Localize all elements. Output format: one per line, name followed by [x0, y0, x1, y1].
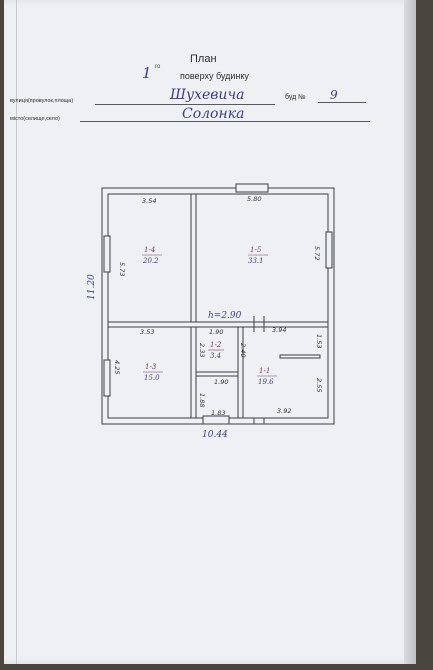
street-underline: [95, 104, 275, 105]
settlement-label: місто(селище,село): [10, 116, 60, 122]
dim-room-1-1-width: 3.94: [272, 326, 286, 334]
wall-horizontal-middle: [107, 321, 329, 328]
dim-room-1-1-lower-height: 2.55: [315, 378, 323, 392]
dim-room-1-4-width: 3.54: [142, 197, 156, 205]
floor-number-suffix: го: [155, 64, 161, 70]
room-1-4-id: 1-4: [144, 246, 155, 254]
dim-room-1-3-height: 4.25: [113, 360, 121, 374]
street-label: вулиця(провулок,площа): [10, 98, 74, 104]
window-top: [235, 183, 269, 193]
dim-room-1-2-width: 1.90: [209, 328, 223, 336]
wall-vertical-upper: [190, 193, 197, 323]
document-title: План: [190, 53, 217, 65]
window-bottom: [202, 415, 230, 425]
wall-bathroom-bottom: [195, 371, 239, 377]
window-left-upper: [103, 235, 111, 273]
room-1-2-id: 1-2: [210, 341, 222, 349]
dim-room-1-5-width: 5.80: [247, 195, 261, 203]
outer-wall-outer: [101, 187, 335, 425]
dim-room-1-3-width: 3.53: [140, 328, 154, 336]
building-label: буд №: [285, 94, 306, 101]
room-1-5-id: 1-5: [250, 246, 262, 254]
overall-width: 10.44: [202, 430, 228, 440]
floor-number: 1: [142, 64, 152, 82]
window-right: [325, 231, 333, 269]
ceiling-height-note: h=2.90: [208, 311, 242, 321]
room-1-1-area: 19.6: [258, 378, 274, 386]
street-value: Шухевича: [170, 87, 245, 103]
room-1-3-area: 15.0: [144, 374, 160, 382]
dim-bath-bottom-width: 1.90: [214, 378, 228, 386]
page-fold: [404, 0, 416, 664]
room-1-3-id: 1-3: [145, 363, 157, 371]
building-underline: [318, 102, 366, 103]
wall-vertical-lower-left: [190, 326, 197, 419]
room-1-5-area: 33.1: [248, 257, 264, 265]
dim-hall-height: 1.88: [198, 393, 206, 407]
settlement-value: Солонка: [182, 106, 245, 122]
document-page: [4, 0, 416, 664]
binding-margin: [16, 0, 17, 664]
window-left-lower: [103, 359, 111, 397]
dim-room-1-1-bottom-width: 3.92: [277, 407, 291, 415]
dim-partition-height: 1.53: [315, 334, 323, 348]
dim-room-1-5-height: 5.72: [313, 246, 321, 260]
overall-height: 11.20: [87, 274, 97, 300]
dim-room-1-2-height: 2.33: [198, 343, 206, 357]
wall-vertical-lower-right: [237, 326, 244, 419]
dim-entry-width: 1.83: [211, 409, 225, 417]
settlement-underline: [80, 121, 370, 122]
room-1-2-area: 3.4: [210, 352, 221, 360]
dim-room-1-4-height: 5.73: [118, 262, 126, 276]
room-1-4-area: 20.2: [142, 257, 159, 265]
wall-short-partition: [279, 354, 321, 359]
floor-caption: поверху будинку: [180, 71, 249, 81]
room-1-1-id: 1-1: [259, 367, 270, 375]
building-value: 9: [330, 88, 338, 102]
dim-corridor-height: 2.40: [239, 343, 247, 357]
